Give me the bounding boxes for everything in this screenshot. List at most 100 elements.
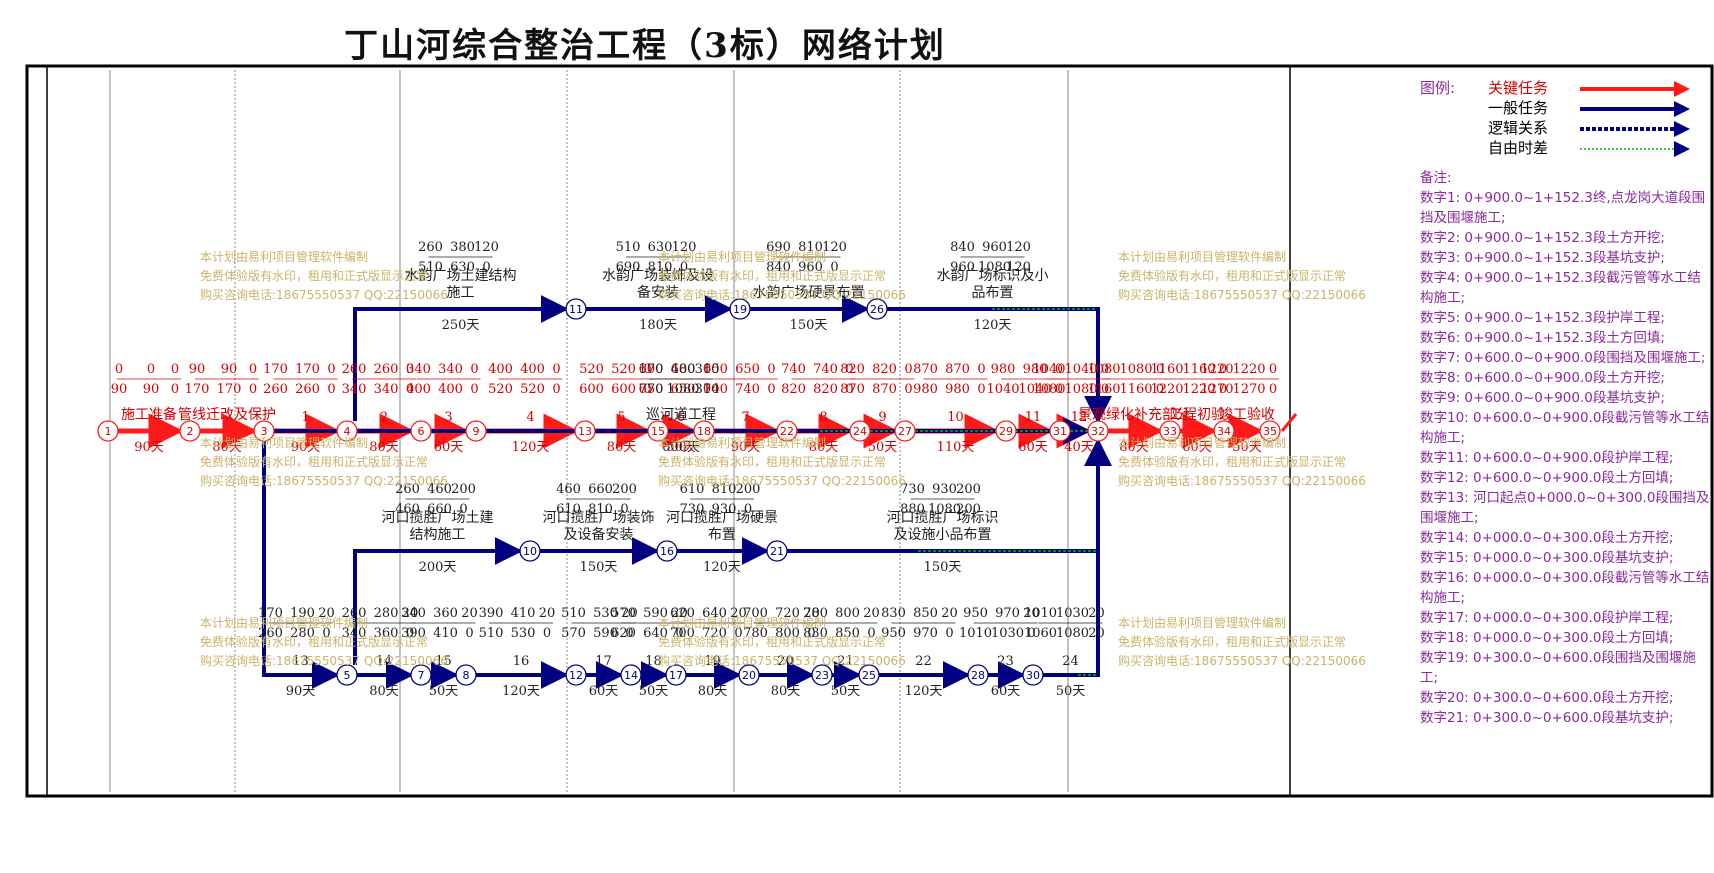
- time-value: 0: [1219, 362, 1227, 377]
- time-value: 970: [913, 626, 938, 641]
- time-value: 980: [913, 382, 938, 397]
- node-circle: [995, 420, 1017, 442]
- time-value: 1160: [1182, 362, 1215, 377]
- note-item: 数字8: 0+600.0~0+900.0段土方开挖;: [1420, 370, 1665, 386]
- task-name-15-18: 6: [677, 410, 685, 425]
- task-name: 17: [595, 654, 612, 669]
- time-value: 0: [470, 362, 478, 377]
- node-2: 2: [179, 420, 201, 442]
- node-3: 3: [253, 420, 275, 442]
- task-duration-3-5: 90天: [286, 684, 316, 699]
- task-duration-14-17: 50天: [639, 684, 669, 699]
- time-value: 1010: [1024, 606, 1057, 621]
- time-value: 0: [482, 260, 490, 275]
- time-value: 360: [374, 626, 399, 641]
- time-value: 520: [488, 382, 513, 397]
- time-value: 460: [427, 482, 452, 497]
- time-value: 0: [1219, 382, 1227, 397]
- finish-flag: [1280, 413, 1298, 432]
- node-33: 33: [1159, 420, 1181, 442]
- watermark-line: 免费体验版有水印，租用和正式版显示正常: [658, 455, 887, 469]
- task-name-28-30: 23: [997, 654, 1014, 669]
- time-value: 260: [374, 362, 399, 377]
- node-circle: [656, 540, 678, 562]
- time-value: 0: [904, 362, 912, 377]
- node-number: 18: [697, 425, 711, 438]
- time-value: 510: [418, 260, 443, 275]
- notes-panel: 备注: 数字1: 0+900.0~1+152.3终,点龙岗大道段围挡及围堰施工;…: [1420, 168, 1710, 728]
- time-value: 850: [913, 606, 938, 621]
- time-value: 1080: [1119, 362, 1152, 377]
- task-duration-33-34: 60天: [1182, 440, 1212, 455]
- task-name: 河口揽胜广场土建: [382, 509, 494, 526]
- node-number: 20: [742, 669, 756, 682]
- time-value: 1080: [1087, 362, 1120, 377]
- time-value: 1270: [1232, 382, 1265, 397]
- node-number: 31: [1053, 425, 1067, 438]
- time-value: 460: [556, 482, 581, 497]
- time-value: 0: [1027, 626, 1035, 641]
- time-value: 340: [342, 382, 367, 397]
- time-value: 170: [185, 382, 210, 397]
- node-4: 4: [336, 420, 358, 442]
- time-value: 970: [995, 606, 1020, 621]
- task-name: 22: [915, 654, 932, 669]
- task-name-17-20: 19: [704, 654, 721, 669]
- time-value: 0: [977, 382, 985, 397]
- legend-row: 一般任务: [1420, 98, 1700, 118]
- task-name: 13: [292, 654, 309, 669]
- node-31: 31: [1049, 420, 1071, 442]
- note-item: 数字1: 0+900.0~1+152.3终,点龙岗大道段围挡及围堰施工;: [1420, 190, 1706, 226]
- task-name: 施工准备: [121, 406, 177, 423]
- time-value: 770: [639, 382, 664, 397]
- task-name: 施工: [447, 285, 475, 301]
- note-item: 数字18: 0+000.0~0+300.0段土方回填;: [1420, 630, 1674, 646]
- node-circle: [1213, 420, 1235, 442]
- time-value: 380: [450, 240, 475, 255]
- node-5: 5: [336, 664, 358, 686]
- task-duration-3-4: 90天: [291, 440, 321, 455]
- time-value: 630: [450, 260, 475, 275]
- node-number: 30: [1026, 669, 1040, 682]
- task-duration-4-11: 250天: [442, 318, 480, 333]
- task-duration-6-9: 60天: [434, 440, 464, 455]
- node-17: 17: [665, 664, 687, 686]
- node-number: 7: [418, 669, 425, 682]
- task-name: 10: [947, 410, 964, 425]
- task-duration-18-22: 90天: [731, 440, 761, 455]
- time-value: 1220: [1182, 382, 1215, 397]
- time-value: 0: [322, 626, 330, 641]
- note-item: 数字11: 0+600.0~0+900.0段护岸工程;: [1420, 450, 1674, 466]
- node-number: 11: [569, 303, 583, 316]
- node-circle: [336, 420, 358, 442]
- note-item: 数字20: 0+300.0~0+600.0段土方开挖;: [1420, 690, 1674, 706]
- task-name-8-12: 16: [513, 654, 530, 669]
- time-value: 840: [950, 240, 975, 255]
- time-value: 870: [913, 362, 938, 377]
- node-20: 20: [738, 664, 760, 686]
- node-circle: [647, 420, 669, 442]
- time-value: 950: [881, 626, 906, 641]
- time-value: 260: [395, 482, 420, 497]
- time-value: 0: [680, 260, 688, 275]
- watermark-line: 免费体验版有水印，租用和正式版显示正常: [1118, 269, 1347, 283]
- time-value: 120: [474, 240, 499, 255]
- watermark-block: 本计划由易利项目管理软件编制免费体验版有水印，租用和正式版显示正常购买咨询电话:…: [1118, 614, 1366, 671]
- time-value: 810: [798, 240, 823, 255]
- time-value: 0: [552, 382, 560, 397]
- page-title: 丁山河综合整治工程（3标）网络计划: [344, 26, 946, 66]
- node-circle: [866, 298, 888, 320]
- watermark-line: 购买咨询电话:18675550537 QQ:22150066: [200, 288, 448, 302]
- task-duration-16-21: 120天: [703, 560, 741, 575]
